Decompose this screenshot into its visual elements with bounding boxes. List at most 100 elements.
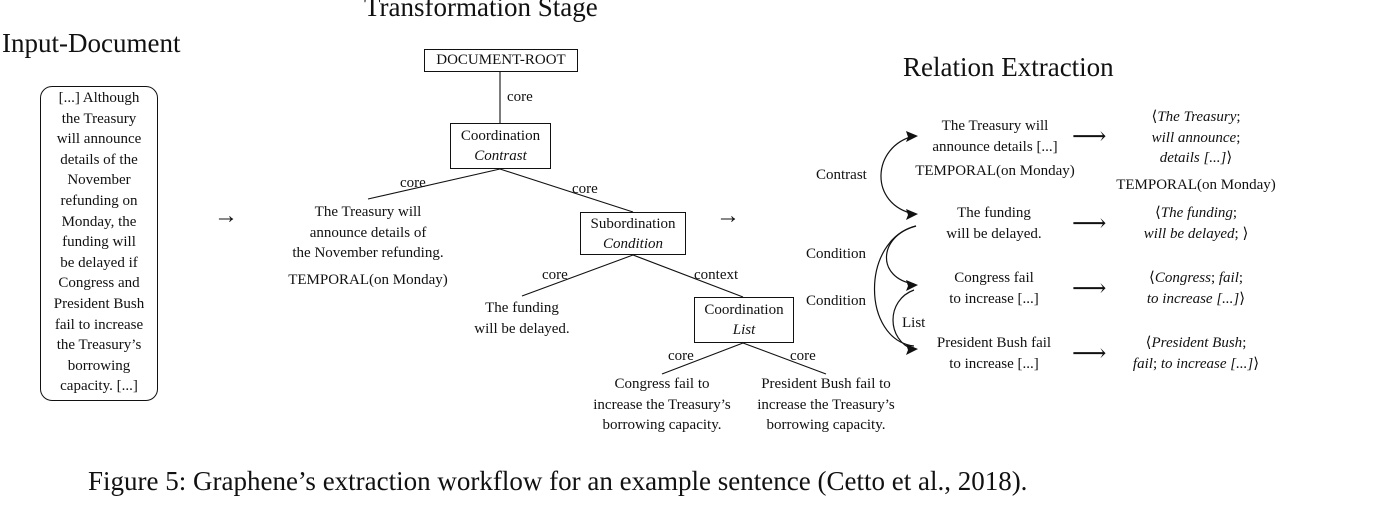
leaf-line: Congress fail to — [614, 376, 710, 392]
document-root-node: DOCUMENT-ROOT — [424, 49, 578, 72]
stage-arrow-right-icon: → — [716, 203, 740, 229]
triple-sep: ; — [1236, 109, 1241, 125]
triple-context: TEMPORAL(on Monday) — [1116, 176, 1276, 193]
input-line: the Treasury — [61, 110, 137, 127]
sentence-line: to increase [...] — [949, 355, 1039, 372]
leaf-line: borrowing capacity. — [766, 417, 886, 433]
triple-sep: ; — [1232, 205, 1238, 221]
input-line: borrowing — [67, 357, 131, 374]
edge-label-core: core — [572, 181, 598, 197]
input-line: refunding on — [60, 192, 138, 209]
triple-arg1: President Bush — [1151, 335, 1243, 351]
sentence-line: will be delayed. — [946, 225, 1042, 242]
leaf-line: increase the Treasury’s — [593, 396, 731, 413]
subordination-condition-node: Subordination Condition — [580, 212, 686, 255]
input-line: fail to increase — [54, 316, 144, 333]
edge-label-core: core — [507, 89, 533, 105]
triple-arg2: to increase [...] — [1146, 290, 1240, 307]
extraction-sentence: The Treasury will announce details [...]… — [900, 116, 1090, 182]
leaf-line: The funding — [485, 300, 559, 316]
triple-sep: ; — [1242, 335, 1247, 351]
input-document-box: [...] Although the Treasury will announc… — [40, 86, 158, 401]
edge-label-core: core — [400, 175, 426, 191]
leaf-line: President Bush fail to — [761, 376, 891, 392]
relation-label-contrast: Contrast — [816, 167, 867, 183]
relation-label-condition: Condition — [806, 293, 867, 309]
input-line: Monday, the — [61, 213, 137, 230]
coordination-contrast-node: Coordination Contrast — [450, 123, 551, 169]
input-line: will announce — [56, 131, 142, 148]
triple-open: ⟨ — [1154, 205, 1161, 221]
input-line: funding will — [62, 234, 136, 251]
node-relation: Condition — [602, 236, 663, 252]
node-type: Coordination — [704, 302, 784, 318]
relation-label-list: List — [902, 315, 926, 331]
edge-label-core: core — [668, 348, 694, 364]
leaf-context: TEMPORAL(on Monday) — [288, 271, 448, 288]
transformation-stage-heading: Transformation Stage — [364, 0, 598, 22]
input-line: President Bush — [53, 295, 145, 312]
extraction-arrow-icon: ⟶ — [1072, 124, 1107, 150]
edge-label-core: core — [790, 348, 816, 364]
sentence-line: The Treasury will — [941, 118, 1049, 134]
sentence-line: President Bush fail — [936, 335, 1052, 351]
sentence-context: TEMPORAL(on Monday) — [915, 163, 1075, 179]
node-type: Subordination — [590, 216, 676, 232]
triple-close: ⟩ — [1242, 225, 1249, 242]
sentence-line: to increase [...] — [949, 290, 1039, 307]
document-root-label: DOCUMENT-ROOT — [436, 52, 566, 68]
stage-arrow-right-icon: → — [214, 203, 238, 229]
extraction-triple: ⟨Congress; fail; to increase [...]⟩ — [1112, 268, 1280, 309]
triple-arg2: details [...] — [1159, 150, 1227, 166]
extraction-triple: ⟨The Treasury; will announce; details [.… — [1108, 107, 1284, 195]
leaf-bush: President Bush fail to increase the Trea… — [744, 374, 908, 436]
edge-label-core: core — [542, 267, 568, 283]
input-line: Congress and — [58, 275, 140, 292]
leaf-line: announce details of — [309, 224, 427, 241]
leaf-line: increase the Treasury’s — [757, 396, 895, 413]
sentence-line: Congress fail — [954, 270, 1034, 286]
input-line: capacity. [...] — [60, 378, 138, 395]
leaf-funding: The funding will be delayed. — [452, 298, 592, 339]
node-relation: List — [732, 322, 756, 338]
node-type: Coordination — [460, 128, 541, 144]
extraction-triple: ⟨President Bush; fail; to increase [...]… — [1108, 333, 1284, 374]
input-line: [...] Although — [58, 90, 140, 106]
triple-sep: ; — [1238, 270, 1244, 286]
extraction-arrow-icon: ⟶ — [1072, 341, 1107, 367]
extraction-triple: ⟨The funding; will be delayed; ⟩ — [1112, 203, 1280, 244]
leaf-line: will be delayed. — [474, 320, 570, 337]
node-relation: Contrast — [474, 148, 527, 164]
triple-close: ⟩ — [1239, 290, 1246, 307]
triple-sep: ; — [1210, 270, 1216, 286]
triple-sep: ; — [1234, 225, 1239, 242]
triple-open: ⟨ — [1151, 109, 1158, 125]
triple-relation: will announce — [1151, 129, 1237, 146]
input-document-heading: Input-Document — [2, 28, 181, 58]
triple-relation: will be delayed — [1143, 225, 1235, 242]
triple-arg2: to increase [...] — [1160, 355, 1254, 372]
coordination-list-node: Coordination List — [694, 297, 794, 343]
leaf-line: the November refunding. — [292, 245, 444, 261]
edge-label-context: context — [694, 267, 739, 283]
extraction-sentence: The funding will be delayed. — [914, 203, 1074, 244]
triple-arg1: The Treasury — [1157, 109, 1237, 125]
extraction-sentence: Congress fail to increase [...] — [914, 268, 1074, 309]
input-line: the Treasury’s — [56, 337, 142, 354]
extraction-arrow-icon: ⟶ — [1072, 276, 1107, 302]
extraction-sentence: President Bush fail to increase [...] — [914, 333, 1074, 374]
sentence-line: The funding — [957, 205, 1031, 221]
relation-extraction-heading: Relation Extraction — [903, 52, 1114, 82]
triple-arg1: Congress — [1154, 270, 1211, 286]
triple-sep: ; — [1152, 355, 1158, 372]
triple-open: ⟨ — [1145, 335, 1152, 351]
input-line: details of the — [60, 151, 138, 168]
triple-close: ⟩ — [1226, 150, 1233, 166]
leaf-line: The Treasury will — [314, 204, 422, 220]
figure-caption: Figure 5: Graphene’s extraction workflow… — [88, 466, 1028, 496]
leaf-line: borrowing capacity. — [602, 417, 722, 433]
triple-relation: fail — [1218, 270, 1239, 286]
triple-close: ⟩ — [1253, 355, 1260, 372]
input-line: November — [67, 172, 131, 189]
